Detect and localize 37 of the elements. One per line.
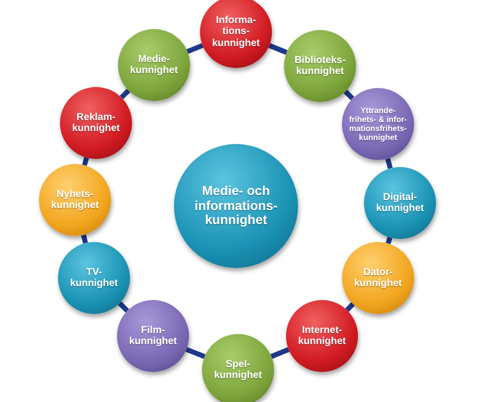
topic-circle (342, 88, 414, 160)
connector-line (186, 43, 204, 54)
circle-label: Informa- tions- kunnighet (211, 14, 261, 50)
connector-line (345, 302, 355, 312)
connector-line (118, 301, 130, 313)
connector-line (385, 158, 393, 169)
circle-label: Reklam- kunnighet (71, 112, 121, 134)
connector-line (386, 236, 392, 244)
connector-line (82, 157, 89, 166)
circle-label: TV- kunnighet (69, 266, 119, 290)
topic-circle (364, 167, 436, 239)
topic-circle (284, 30, 356, 102)
connector-line (268, 43, 288, 55)
circle-label: Spel- kunnighet (213, 358, 263, 382)
connector-line (81, 234, 88, 244)
circle-label: Nyhets- kunnighet (50, 188, 100, 212)
connector-line (120, 88, 130, 100)
topic-circle (200, 0, 272, 68)
connector-line (270, 347, 290, 359)
topic-circle (342, 242, 414, 314)
topic-circle (117, 300, 189, 372)
topic-circle (60, 87, 132, 159)
circle-label: Yttrande- frihets- & infor- mationsfrihets- kunnighet (348, 106, 408, 142)
connector-line (185, 347, 206, 359)
circle-label: Digital- kunnighet (375, 192, 425, 214)
circle-label: Internet- kunnighet (297, 324, 347, 348)
circle-label: Biblioteks- kunnighet (293, 54, 347, 78)
circle-label: Dator- kunnighet (353, 266, 403, 290)
circle-label: Film- kunnighet (128, 324, 178, 348)
circle-label: Medie- kunnighet (129, 54, 179, 76)
topic-circle (39, 164, 111, 236)
connector-line (344, 90, 354, 100)
topic-circle (286, 300, 358, 372)
topic-circle (58, 242, 130, 314)
topic-circle (202, 334, 274, 402)
circle-label: Medie- och informations- kunnighet (193, 184, 279, 228)
topic-circle (118, 29, 190, 101)
